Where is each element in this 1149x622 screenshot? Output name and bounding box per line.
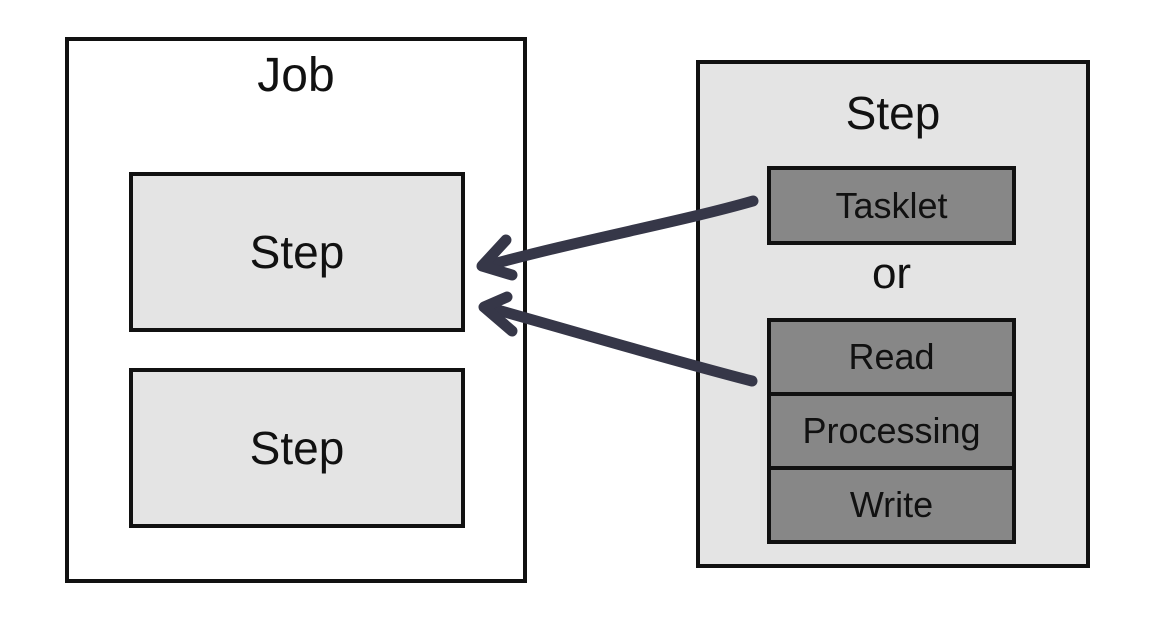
step-detail-title: Step [845,87,941,139]
write-box: Write [767,466,1016,544]
processing-label: Processing [802,410,981,451]
read-box: Read [767,318,1016,396]
processing-box: Processing [767,392,1016,470]
or-label: or [871,249,912,298]
job-title: Job [257,49,335,102]
read-label: Read [848,336,935,377]
job-step-label-2: Step [249,422,345,474]
job-step-box-1: Step [129,172,465,332]
tasklet-box: Tasklet [767,166,1016,245]
job-step-label-1: Step [249,226,345,278]
tasklet-label: Tasklet [835,184,948,226]
write-label: Write [849,484,934,525]
job-step-box-2: Step [129,368,465,528]
